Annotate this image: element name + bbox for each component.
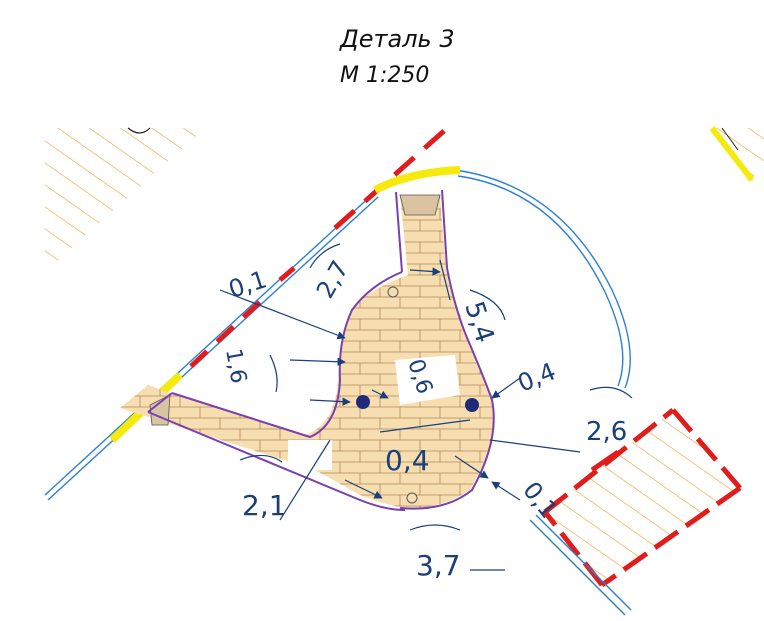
dimension-lines <box>219 243 633 571</box>
red-edge-right <box>543 449 620 514</box>
dim-0-1-top: 0,1 <box>225 265 270 303</box>
dim-2-7: 2,7 <box>311 256 354 303</box>
dim-2-1: 2,1 <box>242 489 287 522</box>
scale-label: М 1:250 <box>340 63 429 88</box>
paving-border <box>147 189 495 511</box>
paved-area <box>120 194 494 509</box>
dim-0-4-center: 0,4 <box>385 444 430 477</box>
utility-nodes <box>356 286 479 504</box>
node-dark-right <box>465 398 479 412</box>
dim-3-7: 3,7 <box>416 549 461 582</box>
node-dark-left <box>356 395 370 409</box>
hatched-area-top-left <box>45 127 205 272</box>
dim-2-6: 2,6 <box>586 417 627 447</box>
dim-1-6: 1,6 <box>220 347 251 386</box>
hatched-building-bottom-right <box>543 408 742 588</box>
red-edge-left <box>110 128 447 442</box>
detail-title: Деталь 3 <box>339 25 455 53</box>
hatched-area-top-right <box>709 126 764 182</box>
dim-0-4-right: 0,4 <box>514 357 560 397</box>
node-light-bottom <box>406 492 418 504</box>
curb-lines <box>44 169 632 616</box>
node-light-top <box>387 286 399 298</box>
